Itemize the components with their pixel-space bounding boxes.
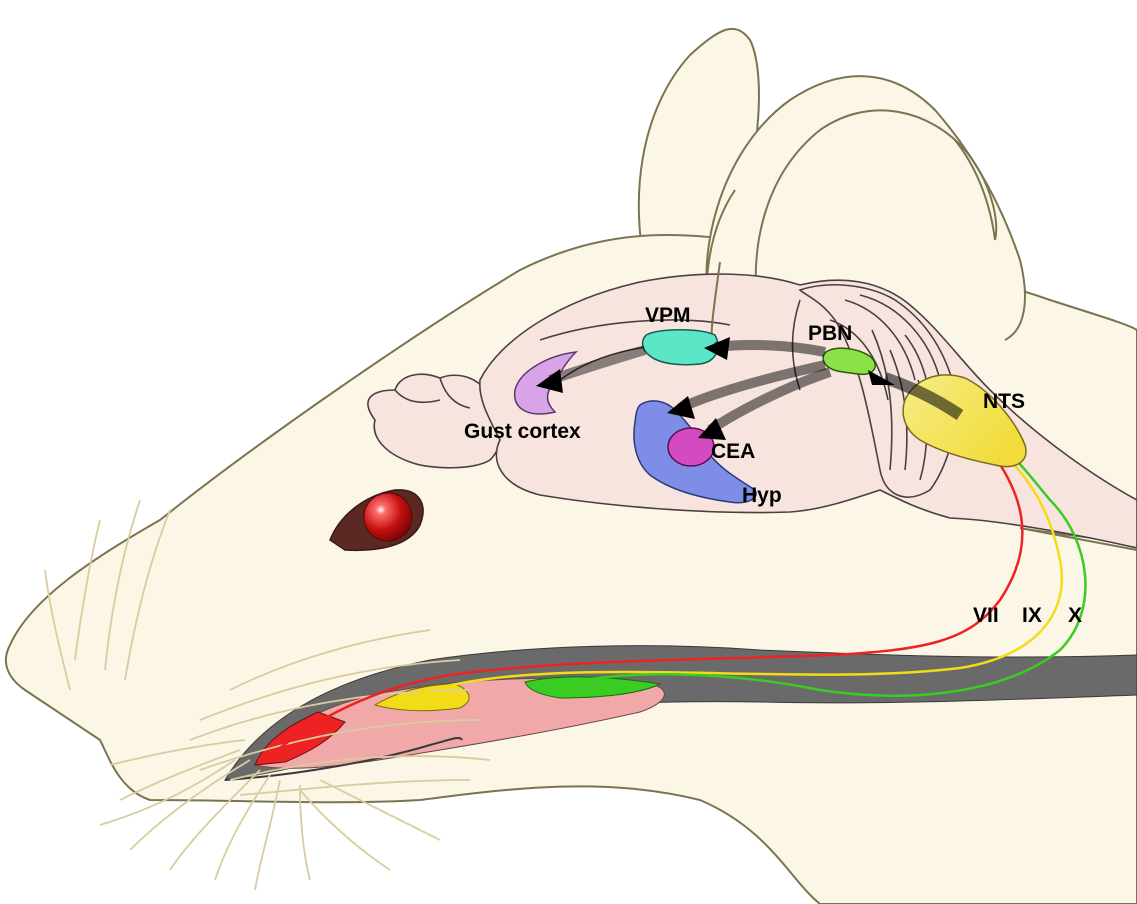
nts-label: NTS	[983, 390, 1025, 413]
pbn-label: PBN	[808, 322, 852, 345]
nerve-vii-label: VII	[973, 604, 999, 627]
nerve-x-label: X	[1068, 604, 1082, 627]
gust-cortex-label: Gust cortex	[464, 420, 581, 443]
nerve-ix-label: IX	[1022, 604, 1042, 627]
vpm-label: VPM	[645, 304, 691, 327]
cea-label: CEA	[711, 440, 755, 463]
hyp-label: Hyp	[742, 484, 782, 507]
